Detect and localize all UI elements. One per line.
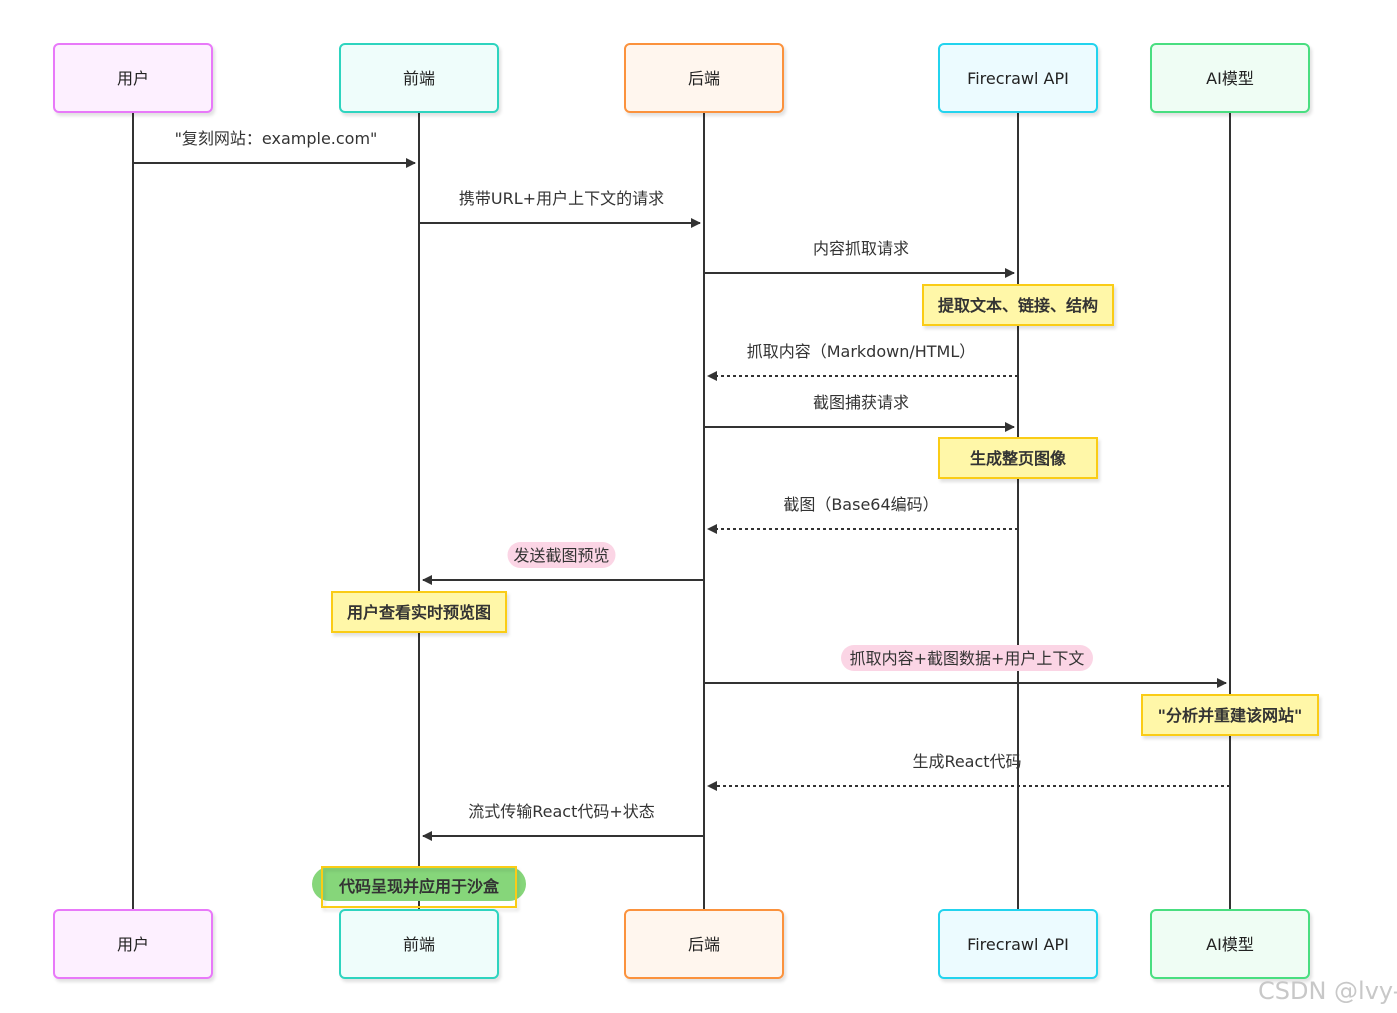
message-9: 生成React代码: [707, 752, 1230, 791]
actor-frontend-bottom: 前端: [339, 909, 499, 979]
actor-box: [624, 43, 784, 113]
message-highlight: [507, 542, 616, 568]
note-box: [1141, 694, 1319, 736]
actor-box: [1150, 43, 1310, 113]
actor-user-top: 用户: [53, 43, 213, 113]
message-4: 抓取内容（Markdown/HTML）: [707, 342, 1018, 381]
message-8: 抓取内容+截图数据+用户上下文: [704, 645, 1227, 688]
message-7: 发送截图预览: [422, 542, 704, 585]
actor-box: [1150, 909, 1310, 979]
actor-box: [339, 43, 499, 113]
note-5: 代码呈现并应用于沙盒: [312, 866, 526, 908]
note-1: 提取文本、链接、结构: [922, 284, 1114, 326]
actor-box: [53, 909, 213, 979]
note-box: [938, 437, 1098, 479]
actor-box: [339, 909, 499, 979]
actor-ai-top: AI模型: [1150, 43, 1310, 113]
actor-label: 前端: [403, 69, 435, 88]
actor-firecrawl-top: Firecrawl API: [938, 43, 1098, 113]
actor-box: [53, 43, 213, 113]
actor-user-bottom: 用户: [53, 909, 213, 979]
actor-label: 后端: [688, 935, 720, 954]
note-label: 提取文本、链接、结构: [938, 296, 1098, 315]
message-label: 抓取内容（Markdown/HTML）: [747, 342, 976, 361]
message-6: 截图（Base64编码）: [707, 495, 1018, 534]
actor-box: [938, 43, 1098, 113]
message-label: "复刻网站：example.com": [175, 129, 378, 148]
message-label: 发送截图预览: [513, 546, 609, 565]
lifelines: [132, 112, 1231, 910]
note-highlight: [312, 867, 526, 901]
actor-backend-top: 后端: [624, 43, 784, 113]
note-label: "分析并重建该网站": [1158, 706, 1303, 725]
note-3: 用户查看实时预览图: [331, 591, 507, 633]
message-label: 流式传输React代码+状态: [468, 802, 655, 821]
note-box: [321, 866, 517, 908]
note-label: 用户查看实时预览图: [347, 603, 491, 622]
message-label: 截图捕获请求: [813, 393, 909, 412]
actor-label: 用户: [117, 69, 149, 88]
actor-label: AI模型: [1206, 69, 1254, 88]
message-2: 携带URL+用户上下文的请求: [419, 189, 701, 228]
actor-label: 后端: [688, 69, 720, 88]
note-2: 生成整页图像: [938, 437, 1098, 479]
message-10: 流式传输React代码+状态: [422, 802, 704, 841]
message-label: 抓取内容+截图数据+用户上下文: [850, 649, 1085, 668]
watermark: CSDN @lvy-: [1258, 977, 1397, 1005]
message-highlight: [841, 645, 1093, 671]
message-5: 截图捕获请求: [704, 393, 1015, 432]
note-label: 生成整页图像: [970, 449, 1067, 468]
note-box: [331, 591, 507, 633]
message-label: 内容抓取请求: [813, 239, 909, 258]
note-label: 代码呈现并应用于沙盒: [338, 877, 500, 896]
message-label: 生成React代码: [912, 752, 1021, 771]
actor-label: 前端: [403, 935, 435, 954]
actor-label: AI模型: [1206, 935, 1254, 954]
note-box: [922, 284, 1114, 326]
actor-label: Firecrawl API: [967, 935, 1069, 954]
actor-ai-bottom: AI模型: [1150, 909, 1310, 979]
actor-label: Firecrawl API: [967, 69, 1069, 88]
message-3: 内容抓取请求: [704, 239, 1015, 278]
actor-label: 用户: [117, 935, 149, 954]
actor-box: [938, 909, 1098, 979]
actor-box: [624, 909, 784, 979]
message-label: 携带URL+用户上下文的请求: [459, 189, 664, 208]
message-label: 截图（Base64编码）: [783, 495, 938, 514]
messages: "复刻网站：example.com" 携带URL+用户上下文的请求内容抓取请求抓取…: [133, 129, 1230, 841]
actor-frontend-top: 前端: [339, 43, 499, 113]
note-4: "分析并重建该网站": [1141, 694, 1319, 736]
actor-backend-bottom: 后端: [624, 909, 784, 979]
actor-firecrawl-bottom: Firecrawl API: [938, 909, 1098, 979]
message-1: "复刻网站：example.com": [133, 129, 416, 168]
